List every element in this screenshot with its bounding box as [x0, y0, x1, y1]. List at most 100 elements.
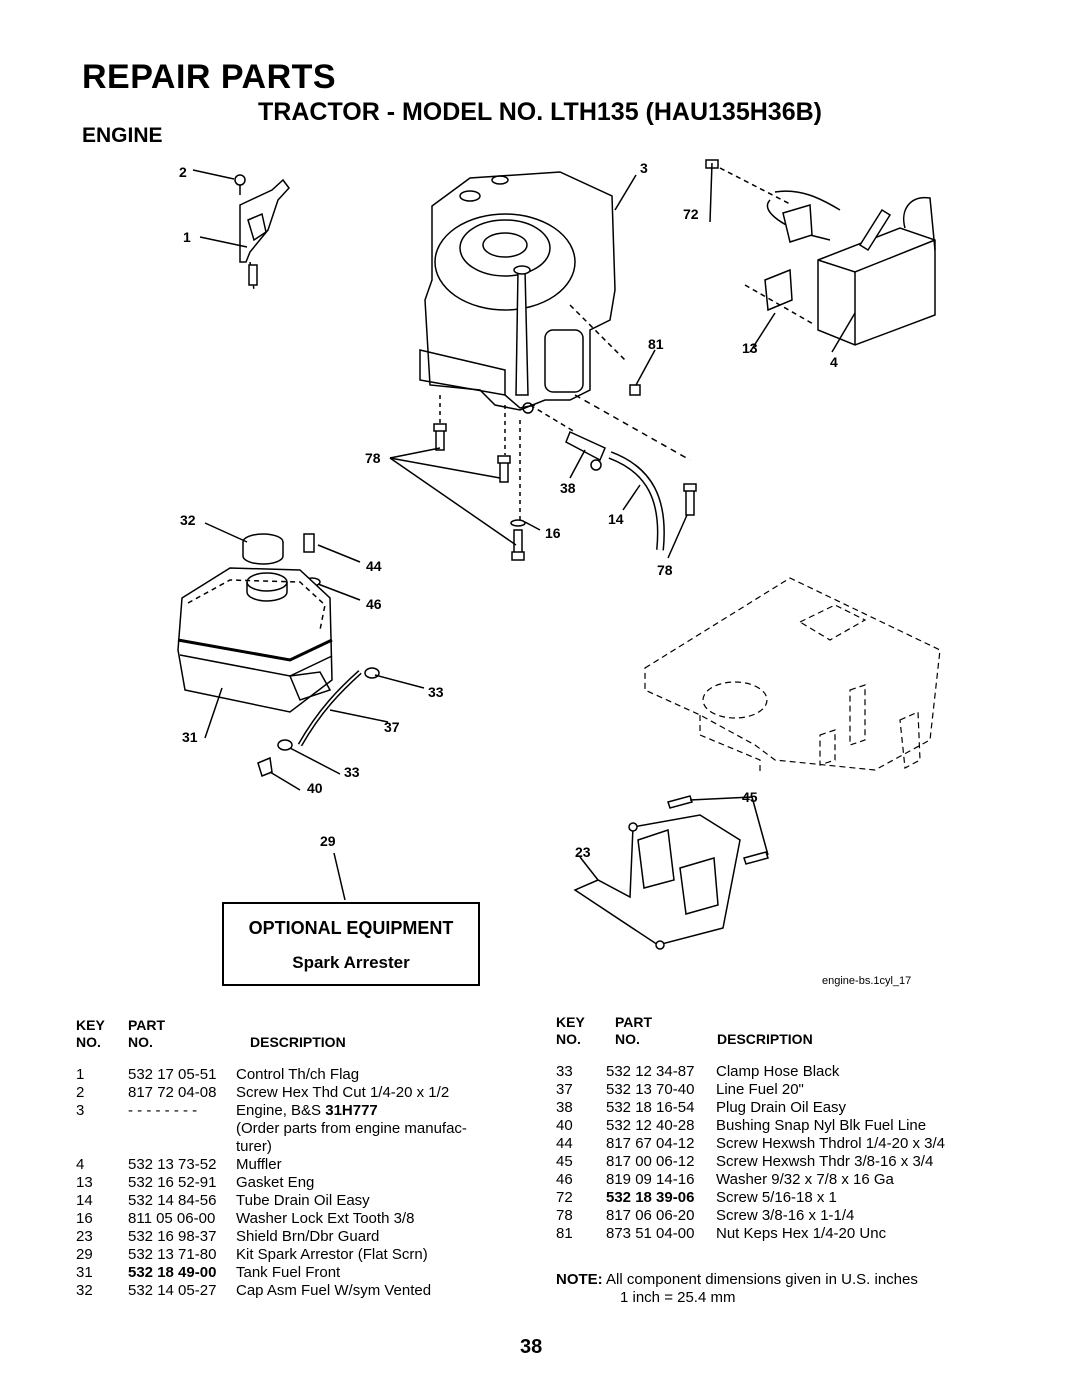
model-subtitle: TRACTOR - MODEL NO. LTH135 (HAU135H36B): [258, 98, 822, 126]
key-number: 45: [556, 1153, 573, 1170]
key-number: 2: [76, 1084, 85, 1101]
part-description-text: Gasket Eng: [236, 1174, 315, 1191]
key-number: 4: [76, 1156, 85, 1173]
part-description-text: Clamp Hose Black: [716, 1063, 840, 1080]
part-description: Washer Lock Ext Tooth 3/8: [236, 1210, 414, 1228]
callout-13: 13: [742, 340, 758, 356]
key-number: 46: [556, 1171, 573, 1188]
part-number: 532 16 52-91: [128, 1174, 217, 1191]
key-number: 31: [76, 1264, 93, 1281]
part-description-text: Plug Drain Oil Easy: [716, 1099, 847, 1116]
spark-arrester-label: Spark Arrester: [292, 953, 410, 972]
part-description-text: Shield Brn/Dbr Guard: [236, 1228, 380, 1245]
part-number: 817 67 04-12: [606, 1135, 695, 1152]
note-label: NOTE:: [556, 1271, 603, 1288]
callout-29: 29: [320, 833, 336, 849]
part-number: 532 12 40-28: [606, 1117, 695, 1134]
callout-38: 38: [560, 480, 576, 496]
part-number: 811 05 06-00: [128, 1210, 216, 1227]
header-key: KEY: [76, 1017, 105, 1033]
part-description-text: Control Th/ch Flag: [236, 1066, 360, 1083]
part-number: 532 14 05-27: [128, 1282, 217, 1299]
part-description-text: Cap Asm Fuel W/sym Vented: [236, 1282, 432, 1299]
key-number: 33: [556, 1063, 573, 1080]
part-number: 532 14 84-56: [128, 1192, 217, 1209]
bolt-drawings: [433, 384, 697, 561]
part-number: 532 13 73-52: [128, 1156, 217, 1173]
callout-23: 23: [575, 844, 591, 860]
part-number: 532 18 16-54: [606, 1099, 695, 1116]
key-number: 78: [556, 1207, 573, 1224]
part-description: Gasket Eng: [236, 1174, 314, 1192]
callout-78-tube: 78: [657, 562, 673, 578]
header-key-no: NO.: [76, 1034, 101, 1050]
part-description: Muffler: [236, 1156, 282, 1174]
part-description: Bushing Snap Nyl Blk Fuel Line: [716, 1117, 926, 1135]
key-number: 40: [556, 1117, 573, 1134]
page-number: 38: [520, 1336, 543, 1358]
part-description: Tube Drain Oil Easy: [236, 1192, 370, 1210]
part-description: Kit Spark Arrestor (Flat Scrn): [236, 1246, 428, 1264]
key-number: 32: [76, 1282, 93, 1299]
key-number: 16: [76, 1210, 93, 1227]
header-key-right: KEY: [556, 1014, 585, 1030]
part-description: (Order parts from engine manufac-: [236, 1120, 467, 1138]
callout-81: 81: [648, 336, 664, 352]
header-key-no-right: NO.: [556, 1031, 581, 1047]
part-description: Screw 3/8-16 x 1-1/4: [716, 1207, 854, 1225]
key-number: 1: [76, 1066, 85, 1083]
part-number: - - - - - - - -: [128, 1102, 198, 1119]
frame-drawing: [644, 577, 941, 775]
part-number: 817 72 04-08: [128, 1084, 217, 1101]
header-description: DESCRIPTION: [250, 1034, 346, 1050]
part-description: Nut Keps Hex 1/4-20 Unc: [716, 1225, 886, 1243]
callout-72: 72: [683, 206, 699, 222]
key-number: 3: [76, 1102, 85, 1119]
header-part: PART: [128, 1017, 166, 1033]
callout-45: 45: [742, 789, 758, 805]
callout-40: 40: [307, 780, 323, 796]
header-part-right: PART: [615, 1014, 653, 1030]
key-number: 23: [76, 1228, 93, 1245]
part-description-text: turer): [236, 1138, 272, 1155]
fuel-cap-drawing: [242, 533, 321, 587]
key-number: 81: [556, 1225, 573, 1242]
part-description-text: Screw 5/16-18 x 1: [716, 1189, 837, 1206]
part-number: 817 06 06-20: [606, 1207, 695, 1224]
part-number: 819 09 14-16: [606, 1171, 695, 1188]
callout-33-top: 33: [428, 684, 444, 700]
section-title: ENGINE: [82, 124, 163, 147]
callout-4: 4: [830, 354, 838, 370]
part-description-text: Tank Fuel Front: [236, 1264, 341, 1281]
part-number: 532 18 49-00: [128, 1264, 217, 1281]
callout-33-bottom: 33: [344, 764, 360, 780]
optional-equipment-box: OPTIONAL EQUIPMENT Spark Arrester: [222, 902, 480, 986]
shield-drawing: [573, 795, 769, 950]
part-description: Control Th/ch Flag: [236, 1066, 359, 1084]
part-description: Line Fuel 20": [716, 1081, 804, 1099]
callout-3: 3: [640, 160, 648, 176]
callout-46: 46: [366, 596, 382, 612]
part-description-text: Washer 9/32 x 7/8 x 16 Ga: [716, 1171, 894, 1188]
callout-32: 32: [180, 512, 196, 528]
callout-44: 44: [366, 558, 382, 574]
header-description-right: DESCRIPTION: [717, 1031, 813, 1047]
part-description-text: Line Fuel 20": [716, 1081, 804, 1098]
part-number: 532 13 70-40: [606, 1081, 695, 1098]
part-description: Tank Fuel Front: [236, 1264, 340, 1282]
callout-78-engine: 78: [365, 450, 381, 466]
key-number: 37: [556, 1081, 573, 1098]
part-description-text: Bushing Snap Nyl Blk Fuel Line: [716, 1117, 927, 1134]
engine-drawing: [419, 171, 691, 520]
part-number: 532 17 05-51: [128, 1066, 217, 1083]
key-number: 13: [76, 1174, 93, 1191]
header-part-no-right: NO.: [615, 1031, 640, 1047]
header-part-no: NO.: [128, 1034, 153, 1050]
part-description-text: Screw Hex Thd Cut 1/4-20 x 1/2: [236, 1084, 450, 1101]
part-description: turer): [236, 1138, 272, 1156]
callout-1: 1: [183, 229, 191, 245]
callout-16: 16: [545, 525, 561, 541]
throttle-control-drawing: [192, 169, 290, 291]
part-description-text: Muffler: [236, 1156, 282, 1173]
